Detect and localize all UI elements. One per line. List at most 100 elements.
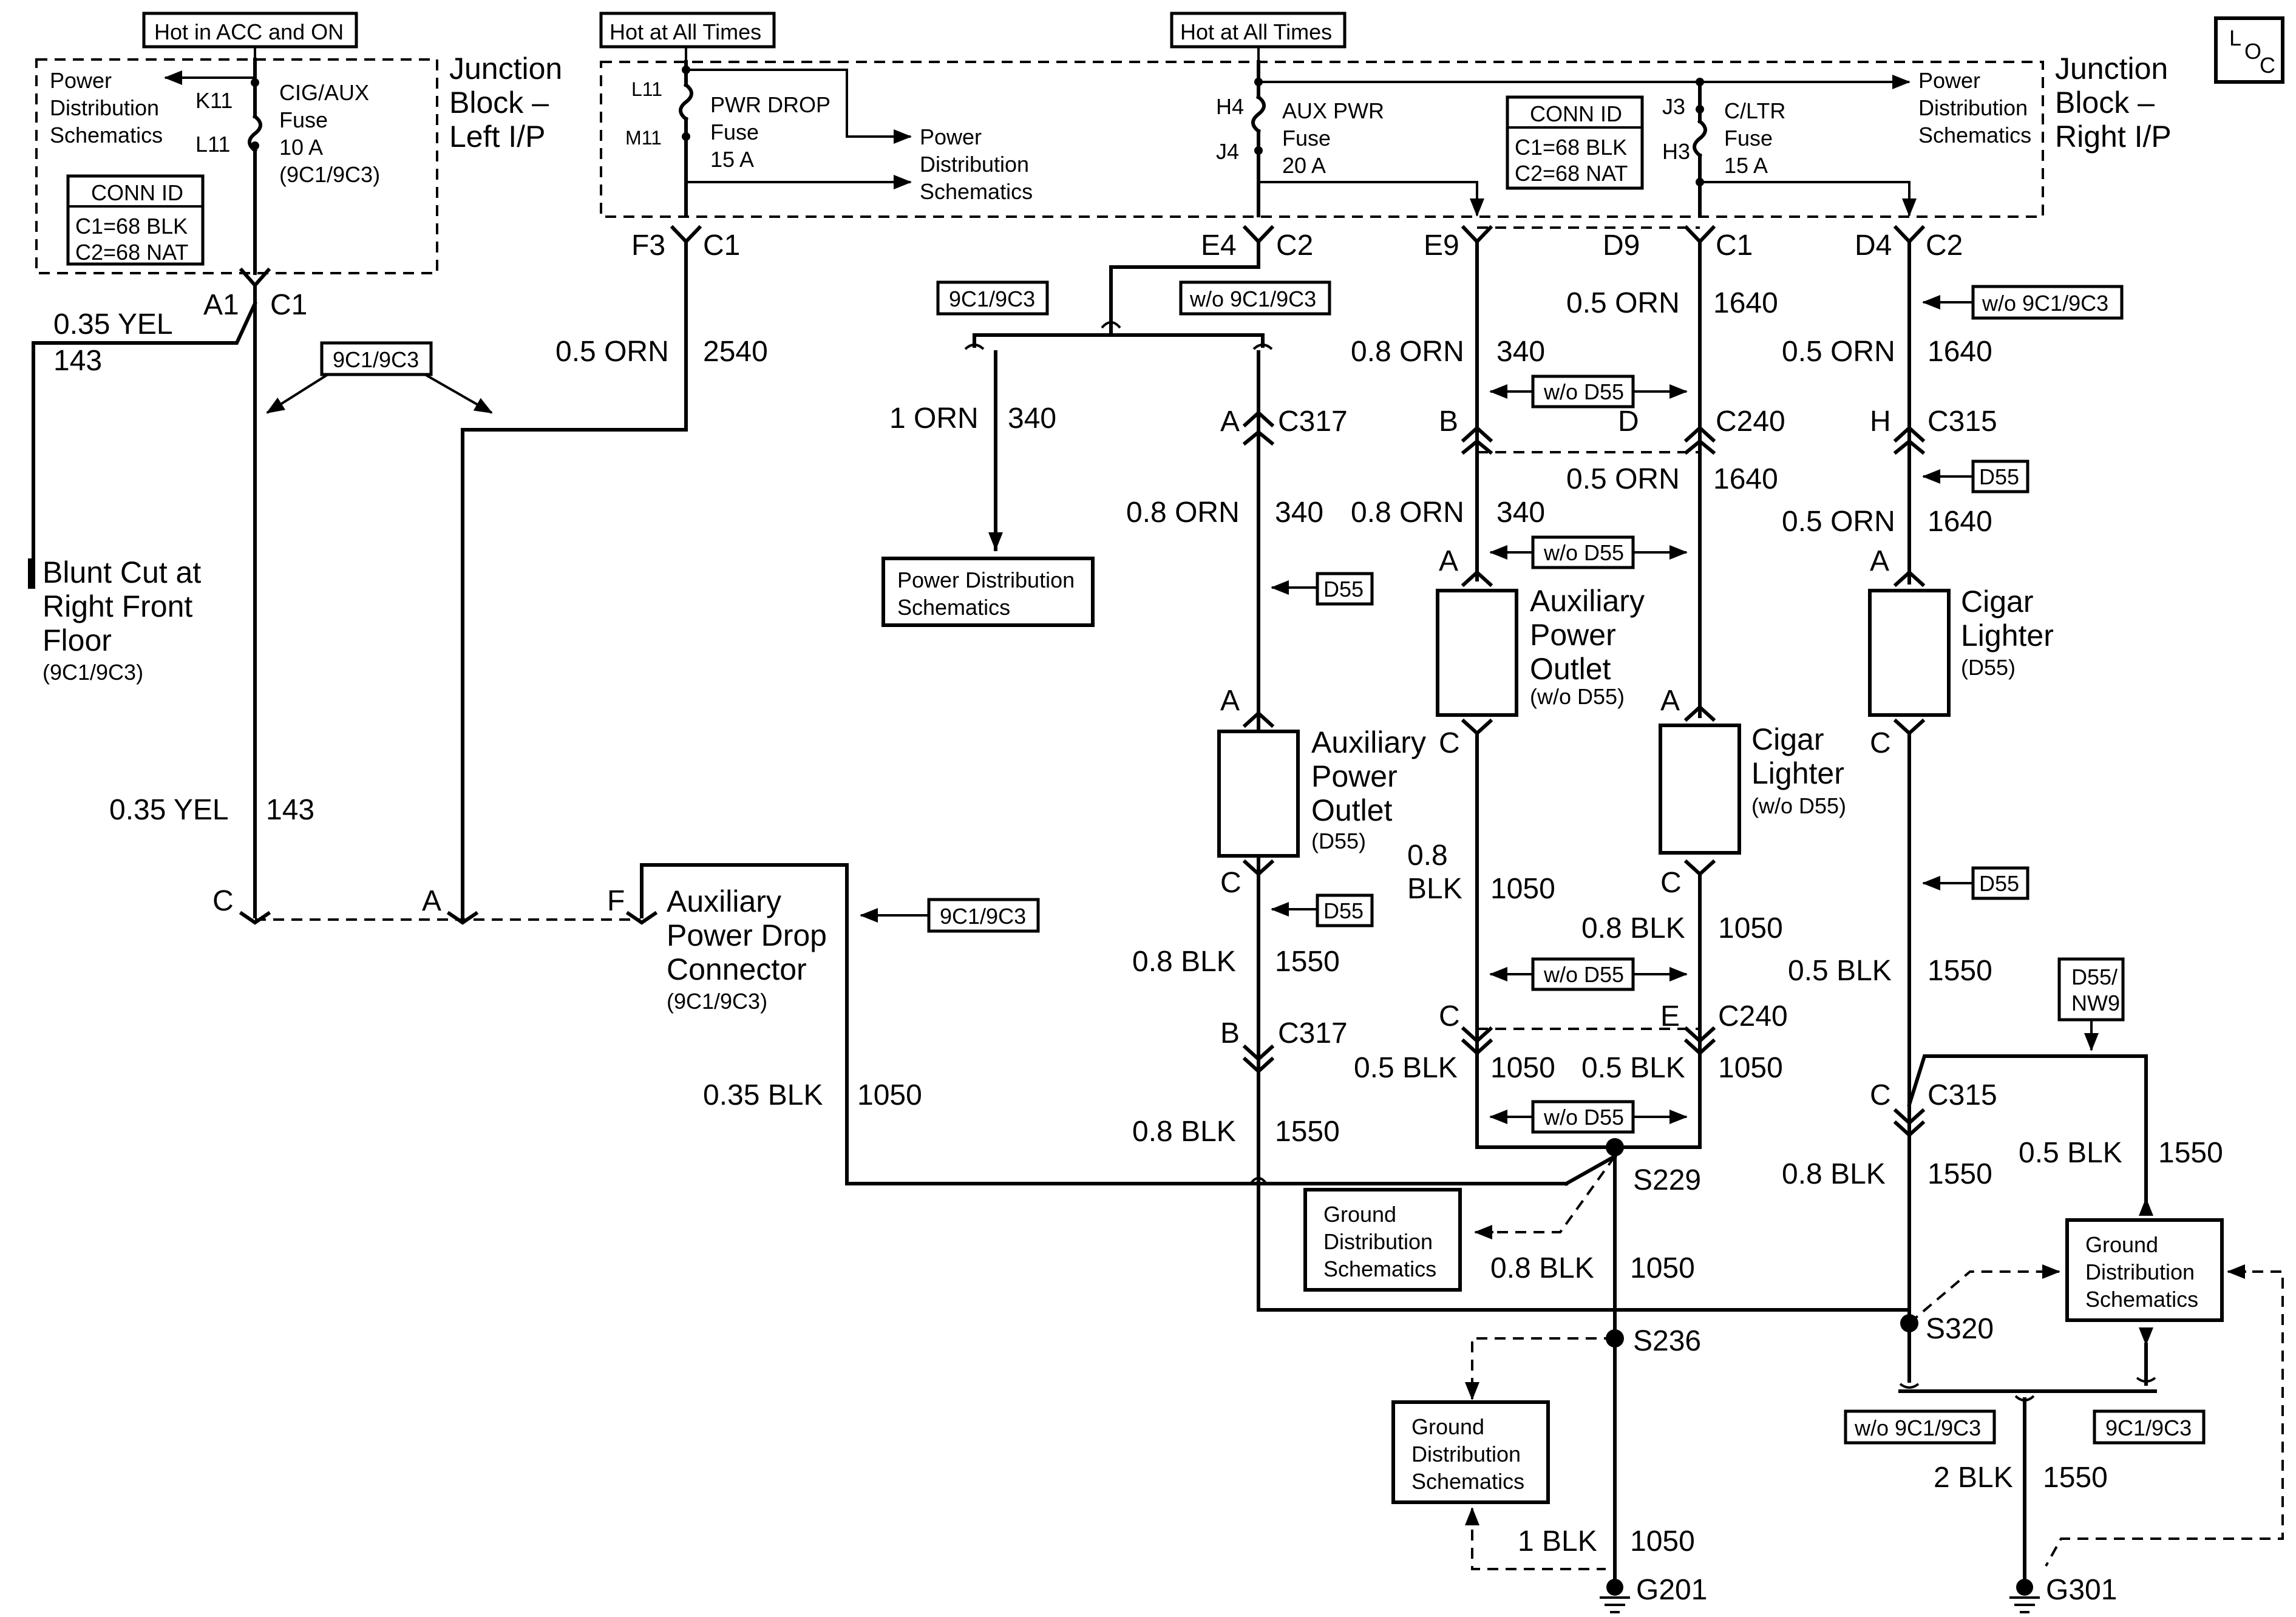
svg-text:143: 143 — [53, 345, 102, 377]
svg-text:Cigar: Cigar — [1751, 722, 1824, 756]
svg-text:BLK: BLK — [1407, 873, 1462, 905]
svg-text:D55: D55 — [1323, 898, 1364, 923]
svg-text:L11: L11 — [631, 78, 662, 100]
svg-text:15 A: 15 A — [1724, 153, 1768, 178]
svg-text:9C1/9C3: 9C1/9C3 — [333, 347, 419, 372]
svg-text:Fuse: Fuse — [710, 120, 759, 144]
svg-text:Fuse: Fuse — [279, 107, 328, 132]
svg-text:0.5 ORN: 0.5 ORN — [1566, 463, 1680, 495]
svg-text:1550: 1550 — [2043, 1462, 2108, 1494]
svg-text:Fuse: Fuse — [1282, 126, 1331, 151]
svg-text:Auxiliary: Auxiliary — [1311, 725, 1426, 759]
svg-text:Schematics: Schematics — [920, 179, 1033, 204]
svg-text:Power Distribution: Power Distribution — [897, 568, 1075, 592]
svg-text:C: C — [1870, 1079, 1891, 1111]
svg-text:(9C1/9C3): (9C1/9C3) — [42, 660, 143, 685]
svg-text:Schematics: Schematics — [897, 595, 1010, 620]
option-tag-9c1-bottom — [2093, 1409, 2206, 1445]
conn-id-box-left — [66, 174, 205, 266]
svg-text:0.5 ORN: 0.5 ORN — [1782, 336, 1895, 368]
svg-text:G201: G201 — [1636, 1574, 1707, 1606]
svg-text:C315: C315 — [1927, 1079, 1997, 1111]
svg-text:K11: K11 — [195, 88, 233, 113]
svg-text:w/o 9C1/9C3: w/o 9C1/9C3 — [1982, 291, 2108, 316]
svg-text:Lighter: Lighter — [1751, 756, 1844, 790]
svg-text:C: C — [1220, 867, 1241, 899]
svg-text:Lighter: Lighter — [1961, 619, 2054, 653]
svg-text:0.5 ORN: 0.5 ORN — [1566, 287, 1680, 319]
aux-power-drop-connector: Auxiliary Power Drop Connector (9C1/9C3) — [667, 884, 827, 1014]
svg-text:Schematics: Schematics — [1323, 1256, 1436, 1281]
svg-text:w/o D55: w/o D55 — [1543, 540, 1624, 565]
svg-text:0.35 YEL: 0.35 YEL — [53, 308, 173, 341]
option-tag-9c1-aux — [936, 280, 1049, 316]
svg-text:Hot at All Times: Hot at All Times — [610, 19, 761, 44]
svg-text:H: H — [1870, 405, 1891, 438]
svg-text:S320: S320 — [1926, 1313, 1994, 1345]
svg-text:Schematics: Schematics — [2085, 1287, 2198, 1312]
svg-text:Power: Power — [920, 124, 982, 149]
svg-text:Ground: Ground — [2085, 1232, 2158, 1257]
blunt-cut: Blunt Cut at Right Front Floor (9C1/9C3) — [42, 555, 201, 685]
svg-text:0.35 YEL: 0.35 YEL — [109, 794, 229, 826]
svg-text:Floor: Floor — [42, 623, 112, 657]
svg-text:C2=68 NAT: C2=68 NAT — [1515, 161, 1628, 186]
svg-text:C1=68 BLK: C1=68 BLK — [1515, 135, 1627, 160]
svg-text:Schematics: Schematics — [1918, 123, 2031, 147]
svg-text:Hot in ACC and ON: Hot in ACC and ON — [154, 19, 344, 44]
svg-text:C1: C1 — [270, 289, 307, 321]
svg-text:L11: L11 — [195, 132, 230, 157]
svg-text:0.8 ORN: 0.8 ORN — [1351, 497, 1464, 529]
svg-text:J3: J3 — [1662, 94, 1685, 119]
svg-text:(w/o D55): (w/o D55) — [1751, 793, 1846, 818]
option-tag-d55-4 — [1971, 866, 2029, 900]
svg-text:C240: C240 — [1716, 405, 1785, 438]
svg-text:143: 143 — [266, 794, 314, 826]
svg-text:0.5 BLK: 0.5 BLK — [1581, 1052, 1685, 1084]
svg-text:340: 340 — [1496, 497, 1545, 529]
svg-text:Hot at All Times: Hot at All Times — [1180, 19, 1332, 44]
svg-text:M11: M11 — [625, 127, 662, 149]
svg-text:1 ORN: 1 ORN — [889, 402, 979, 435]
hot-all-times-tag-2 — [1170, 12, 1347, 49]
svg-text:1050: 1050 — [857, 1079, 922, 1111]
option-tag-wo9c1-bottom — [1844, 1409, 1996, 1445]
svg-text:1550: 1550 — [1927, 955, 1992, 987]
svg-text:A: A — [1439, 545, 1458, 577]
svg-text:0.5 BLK: 0.5 BLK — [1354, 1052, 1458, 1084]
cigar-lighter-wo-d55: Cigar Lighter (w/o D55) — [1659, 722, 1846, 855]
svg-text:CONN ID: CONN ID — [1530, 101, 1622, 126]
ground-distribution-1: Ground Distribution Schematics — [1303, 1188, 1462, 1292]
svg-text:(9C1/9C3): (9C1/9C3) — [667, 989, 767, 1014]
svg-text:C: C — [1439, 727, 1460, 759]
svg-text:1640: 1640 — [1927, 506, 1992, 538]
svg-text:D4: D4 — [1855, 229, 1892, 262]
svg-text:Junction: Junction — [2055, 52, 2168, 86]
svg-text:D55/: D55/ — [2071, 964, 2118, 989]
svg-text:Power: Power — [1530, 618, 1616, 652]
svg-text:CONN ID: CONN ID — [91, 180, 183, 205]
svg-text:Schematics: Schematics — [50, 123, 163, 147]
svg-text:0.8 BLK: 0.8 BLK — [1782, 1158, 1886, 1190]
option-tag-d55-2 — [1316, 893, 1374, 927]
svg-text:C2: C2 — [1926, 229, 1963, 262]
svg-text:1050: 1050 — [1630, 1252, 1695, 1284]
svg-text:1550: 1550 — [2158, 1137, 2223, 1169]
svg-text:w/o D55: w/o D55 — [1543, 379, 1624, 404]
svg-text:A: A — [1220, 685, 1240, 717]
svg-text:Block –: Block – — [449, 86, 549, 120]
option-tag-9c1 — [320, 341, 433, 376]
svg-text:1550: 1550 — [1927, 1158, 1992, 1190]
svg-text:1640: 1640 — [1927, 336, 1992, 368]
svg-text:Auxiliary: Auxiliary — [1530, 584, 1645, 618]
svg-text:E4: E4 — [1201, 229, 1237, 262]
loc-box: L O C — [2214, 16, 2284, 84]
svg-text:1550: 1550 — [1275, 946, 1340, 978]
svg-text:Ground: Ground — [1323, 1202, 1396, 1227]
svg-text:C2: C2 — [1276, 229, 1313, 262]
svg-text:Distribution: Distribution — [1323, 1229, 1433, 1254]
svg-text:9C1/9C3: 9C1/9C3 — [940, 904, 1026, 929]
svg-text:Distribution: Distribution — [1918, 95, 2028, 120]
hot-acc-on-tag — [142, 12, 358, 49]
svg-text:0.8 BLK: 0.8 BLK — [1581, 912, 1685, 944]
